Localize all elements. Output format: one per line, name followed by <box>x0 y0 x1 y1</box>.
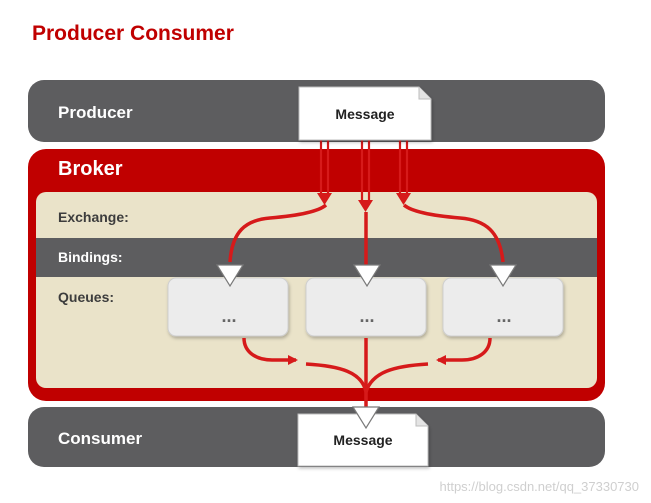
merge-routes <box>242 337 492 408</box>
producer-arrows <box>319 140 409 200</box>
producer-label: Producer <box>58 103 133 122</box>
page-title: Producer Consumer <box>32 22 234 45</box>
queue-item-3: ... <box>496 306 511 326</box>
queues-label: Queues: <box>58 289 114 305</box>
watermark: https://blog.csdn.net/qq_37330730 <box>439 479 640 494</box>
exchange-label: Exchange: <box>58 209 129 225</box>
producer-message <box>298 86 432 141</box>
exchange-routes <box>228 203 505 265</box>
consumer-message <box>297 413 429 467</box>
bindings-label: Bindings: <box>58 249 123 265</box>
broker-label: Broker <box>58 158 123 180</box>
consumer-label: Consumer <box>58 429 142 448</box>
producer-message-label: Message <box>335 106 394 122</box>
queue-item-1: ... <box>221 306 236 326</box>
producer-arrowheads <box>317 193 411 212</box>
binding-triangles <box>215 264 518 288</box>
consumer-entry-triangle <box>351 406 381 430</box>
queue-item-2: ... <box>359 306 374 326</box>
consumer-message-label: Message <box>333 432 392 448</box>
